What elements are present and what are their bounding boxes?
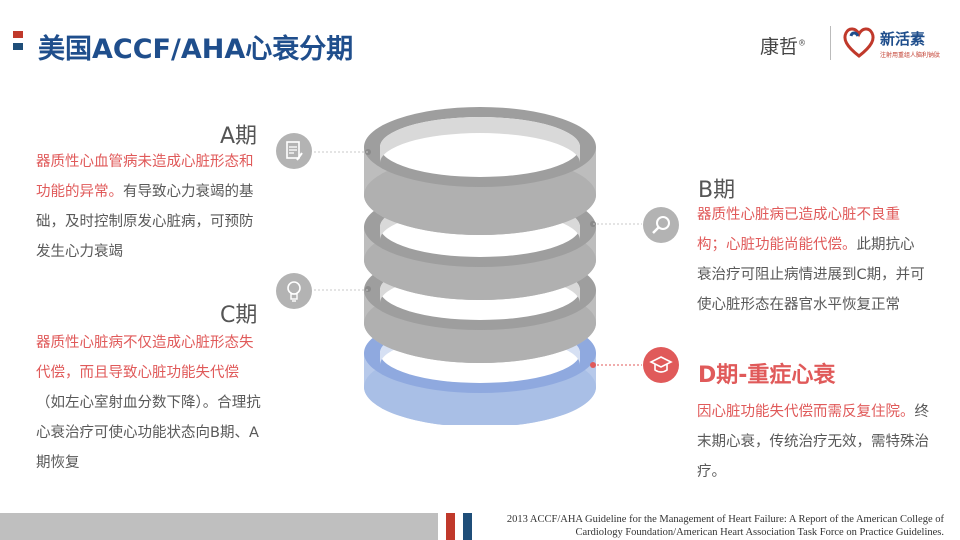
document-pen-icon	[276, 133, 312, 169]
stage-b-description: 器质性心脏病已造成心脏不良重构；心脏功能尚能代偿。此期抗心衰治疗可阻止病情进展到…	[697, 207, 925, 313]
page-title: 美国ACCF/AHA心衰分期	[38, 34, 354, 65]
stage-d-heading: D期-重症心衰	[698, 363, 836, 388]
xinhuosu-logo-text: 新活素	[880, 30, 926, 48]
stage-a-description: 器质性心血管病未造成心脏形态和功能的异常。有导致心力衰竭的基础，及时控制原发心脏…	[36, 154, 254, 260]
stage-b-heading: B期	[698, 178, 736, 203]
footer-accent-red	[446, 513, 455, 540]
brand-divider	[830, 26, 831, 60]
footer-accent-blue	[463, 513, 472, 540]
stage-d-description: 因心脏功能失代偿而需反复住院。终末期心衰，传统治疗无效，需特殊治疗。	[697, 404, 929, 480]
kangzhe-logo: 康哲®	[760, 36, 807, 58]
stage-a-heading: A期	[220, 124, 258, 149]
lightbulb-icon	[276, 273, 312, 309]
stage-c-description: 器质性心脏病不仅造成心脏形态失代偿，而且导致心脏功能失代偿（如左心室射血分数下降…	[36, 335, 261, 471]
stage-c-heading: C期	[220, 303, 258, 328]
graduation-cap-icon	[643, 347, 679, 383]
heart-failure-stage-rings	[364, 107, 596, 425]
title-accent-red	[13, 31, 23, 38]
xinhuosu-logo-subtext: 注射用重组人脑利钠肽	[880, 52, 941, 59]
footer-gray-bar	[0, 513, 438, 540]
title-accent-blue	[13, 43, 23, 50]
reference-footnote: 2013 ACCF/AHA Guideline for the Manageme…	[506, 514, 944, 538]
heart-logo-icon	[842, 26, 876, 62]
ring-a	[364, 107, 596, 235]
magnifier-icon	[643, 207, 679, 243]
